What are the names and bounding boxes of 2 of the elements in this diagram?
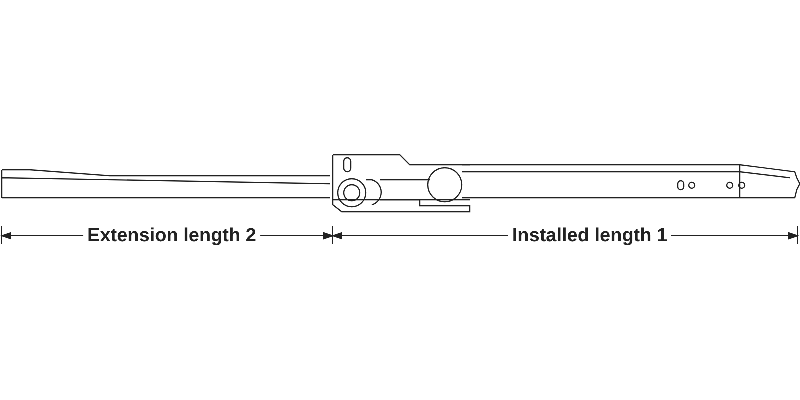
dimension-label: Installed length 1 — [508, 226, 672, 246]
dimension-label: Extension length 2 — [84, 226, 260, 246]
